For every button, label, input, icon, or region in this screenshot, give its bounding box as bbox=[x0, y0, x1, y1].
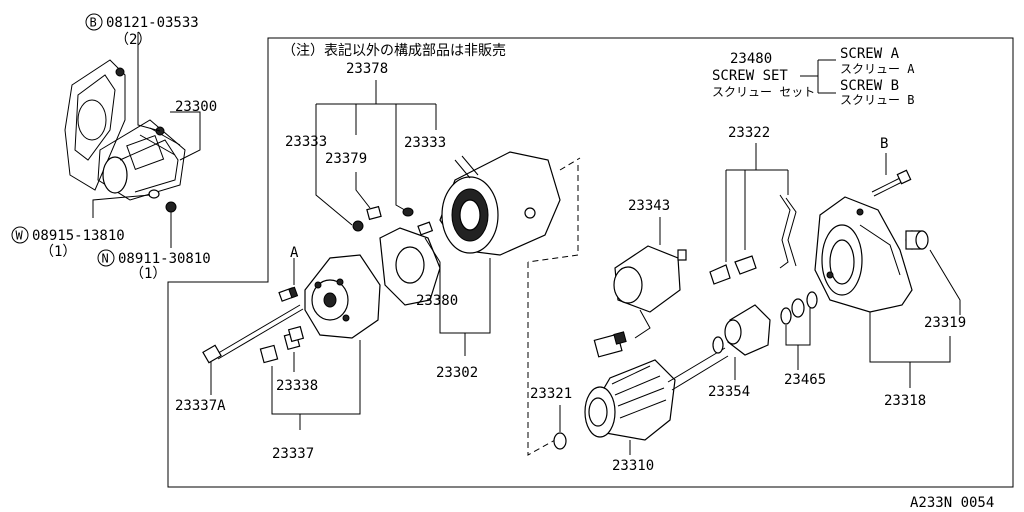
screw-a-en: SCREW A bbox=[840, 46, 900, 62]
brush-parts bbox=[259, 325, 305, 364]
label-23321: 23321 bbox=[530, 386, 572, 402]
callout-n-qty: （1） bbox=[130, 266, 166, 282]
label-23300: 23300 bbox=[175, 99, 217, 115]
svg-text:B: B bbox=[90, 16, 97, 30]
label-23333-left: 23333 bbox=[285, 134, 327, 150]
label-23319: 23319 bbox=[924, 315, 966, 331]
callout-b-qty: （2） bbox=[115, 32, 151, 48]
diagram-frame bbox=[167, 37, 1014, 488]
circle-w-icon: W bbox=[11, 226, 29, 244]
screw-set-name-en: SCREW SET bbox=[712, 68, 788, 84]
screw-a-jp: スクリュー A bbox=[840, 62, 915, 76]
label-23310: 23310 bbox=[612, 458, 654, 474]
bolt-b-part bbox=[871, 169, 912, 197]
circle-n-icon: N bbox=[97, 249, 115, 267]
label-23343: 23343 bbox=[628, 198, 670, 214]
callout-n-partno: 08911-30810 bbox=[118, 251, 211, 267]
label-23333-right: 23333 bbox=[404, 135, 446, 151]
label-23480: 23480 bbox=[730, 51, 772, 67]
starter-assembly-illustration bbox=[64, 59, 186, 213]
brush-holder-plate bbox=[352, 205, 441, 306]
svg-text:N: N bbox=[102, 252, 109, 266]
svg-text:W: W bbox=[16, 229, 24, 243]
through-bolt-part bbox=[202, 304, 304, 364]
callout-w-qty: （1） bbox=[40, 244, 76, 260]
yoke-field-coil-part bbox=[439, 151, 561, 256]
label-23318: 23318 bbox=[884, 393, 926, 409]
pinion-clutch-part bbox=[712, 304, 771, 356]
label-23379: 23379 bbox=[325, 151, 367, 167]
bolt-a-part bbox=[278, 258, 299, 302]
label-23337: 23337 bbox=[272, 446, 314, 462]
label-23354: 23354 bbox=[708, 384, 750, 400]
callout-b-partno: 08121-03533 bbox=[106, 15, 199, 31]
solenoid-part bbox=[593, 245, 687, 358]
label-23380: 23380 bbox=[416, 293, 458, 309]
circle-b-icon: B bbox=[85, 13, 103, 31]
rear-cover-part bbox=[304, 254, 381, 339]
bushing-part bbox=[905, 230, 929, 250]
screw-b-en: SCREW B bbox=[840, 78, 899, 94]
screw-set-name-jp: スクリュー セット bbox=[712, 85, 815, 99]
label-23338: 23338 bbox=[276, 378, 318, 394]
armature-part bbox=[584, 347, 729, 441]
letter-a: A bbox=[290, 245, 299, 261]
label-23378: 23378 bbox=[346, 61, 388, 77]
callout-w-partno: 08915-13810 bbox=[32, 228, 125, 244]
screw-b-jp: スクリュー B bbox=[840, 93, 914, 107]
drawing-code: A233N 0054 bbox=[910, 495, 994, 511]
label-23337a: 23337A bbox=[175, 398, 226, 414]
label-23322: 23322 bbox=[728, 125, 770, 141]
label-23465: 23465 bbox=[784, 372, 826, 388]
gear-washers-part bbox=[780, 291, 818, 325]
lever-parts bbox=[709, 194, 797, 285]
label-23302: 23302 bbox=[436, 365, 478, 381]
washer-part bbox=[553, 432, 567, 450]
note-text: （注）表記以外の構成部品は非販売 bbox=[282, 42, 506, 59]
letter-b: B bbox=[880, 136, 888, 152]
front-housing-part bbox=[814, 196, 913, 313]
